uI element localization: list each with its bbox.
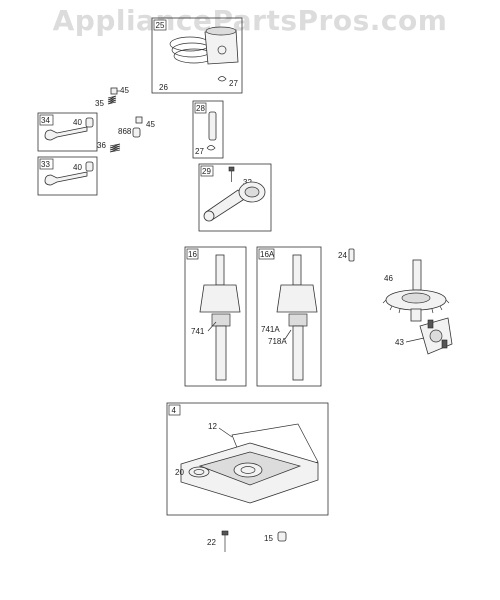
label-pin-box: 28	[196, 104, 205, 113]
label-ring-set: 25	[156, 21, 165, 30]
valve-train-parts[interactable]: 45 35 868 45 36	[95, 86, 155, 153]
sump-bolt[interactable]: 22	[207, 530, 229, 552]
label-valve-key-top: 45	[120, 86, 129, 95]
label-crank-gear: 741	[191, 327, 205, 336]
wrist-pin-box[interactable]: 28 27	[192, 100, 224, 159]
label-retainer-b: 27	[195, 147, 204, 156]
oil-plug[interactable]: 15	[264, 531, 287, 543]
label-retainer-a: 27	[229, 79, 238, 88]
governor-assembly[interactable]: 43	[395, 317, 453, 355]
label-seal-exhaust-b: 40	[73, 163, 82, 172]
sump-box[interactable]: 4 12 20	[166, 402, 329, 516]
watermark: AppliancePartsPros.com	[52, 4, 448, 37]
label-crank-alt-box: 16A	[260, 250, 275, 259]
crankshaft-alt-box[interactable]: 16A 741A 718A	[256, 246, 322, 387]
label-oil-seal: 20	[175, 468, 184, 477]
intake-valve-box[interactable]: 34 40	[37, 112, 98, 152]
label-spring-top: 35	[95, 99, 104, 108]
crankshaft-box[interactable]: 16 741	[184, 246, 247, 387]
label-gasket: 12	[208, 422, 217, 431]
label-spring-mid: 36	[97, 141, 106, 150]
label-cam-gear: 46	[384, 274, 393, 283]
label-seal-exhaust: 868	[118, 127, 132, 136]
label-governor: 43	[395, 338, 404, 347]
label-plug: 15	[264, 534, 273, 543]
label-crank-key-alt: 718A	[268, 337, 287, 346]
label-seal-intake: 40	[73, 118, 82, 127]
label-crank-box: 16	[188, 250, 197, 259]
dowel-pin[interactable]: 24	[338, 248, 355, 262]
label-sump-bolt: 22	[207, 538, 216, 547]
label-sump-box: 4	[172, 406, 177, 415]
label-rod-box: 29	[202, 167, 211, 176]
piston-assembly-box[interactable]: 25 27 26	[151, 17, 243, 94]
label-dowel: 24	[338, 251, 347, 260]
label-intake-box: 34	[41, 116, 50, 125]
camshaft-gear[interactable]: 46	[382, 259, 450, 322]
label-crank-gear-alt: 741A	[261, 325, 280, 334]
label-piston: 26	[159, 83, 168, 92]
exhaust-valve-box[interactable]: 33 40	[37, 156, 98, 196]
label-valve-key-mid: 45	[146, 120, 155, 129]
connecting-rod-box[interactable]: 29 32	[198, 163, 272, 232]
label-exhaust-box: 33	[41, 160, 50, 169]
